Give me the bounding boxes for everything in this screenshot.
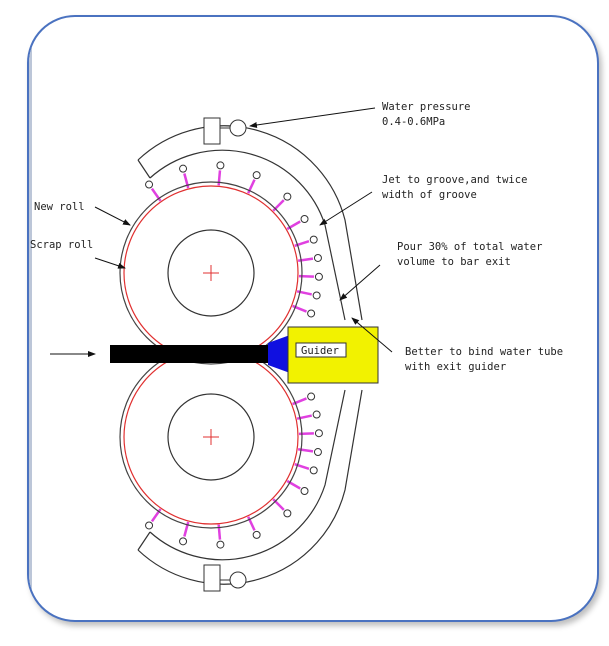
water-jet [217, 170, 222, 186]
page-edge [29, 47, 32, 590]
jet-label-1: Jet to groove,and twice [382, 174, 527, 186]
water-jet [272, 498, 285, 511]
water-jet [272, 199, 285, 212]
nozzle-head [307, 392, 316, 401]
bind-label-1: Better to bind water tube [405, 346, 563, 358]
nozzle-head [309, 466, 318, 475]
water-jet [298, 432, 314, 436]
nozzle-head [283, 192, 292, 201]
water-jet [150, 508, 162, 523]
nozzle-head [307, 309, 316, 318]
jet-label-2: width of groove [382, 189, 477, 201]
water-jet [298, 274, 314, 278]
nozzle-head [216, 540, 225, 549]
nozzle-head [179, 537, 188, 546]
nozzle-head [312, 291, 321, 300]
scrap-roll-label: Scrap roll [30, 239, 93, 251]
pressure-gauge-top [203, 117, 247, 145]
pressure-gauge-bottom [203, 564, 247, 592]
guider-label: Guider [301, 345, 339, 357]
nozzle-head [309, 235, 318, 244]
nozzle-head [312, 410, 321, 419]
bind-label-2: with exit guider [405, 361, 506, 373]
new-roll-label: New roll [34, 201, 85, 213]
nozzle-head [216, 161, 225, 170]
cooling-housing [137, 125, 363, 585]
nozzle-head [252, 530, 261, 539]
nozzle-head [300, 215, 309, 223]
nozzle [268, 335, 290, 373]
rolled-bar [110, 345, 290, 363]
nozzle-head [252, 171, 261, 180]
nozzle-head [145, 180, 154, 189]
nozzle-head [313, 448, 322, 457]
nozzle-head [313, 253, 322, 262]
pour-label-1: Pour 30% of total water [397, 241, 542, 253]
nozzle-head [314, 272, 323, 281]
diagram-frame [27, 15, 599, 622]
pour-label-2: volume to bar exit [397, 256, 511, 268]
water-pressure-value: 0.4-0.6MPa [382, 116, 445, 128]
water-pressure-label: Water pressure [382, 101, 471, 113]
nozzle-head [300, 487, 309, 495]
nozzle-head [179, 164, 188, 173]
nozzle-head [314, 429, 323, 438]
water-jet [217, 524, 222, 540]
water-jet [150, 187, 162, 202]
nozzle-head [283, 509, 292, 518]
nozzle-head [145, 521, 154, 530]
